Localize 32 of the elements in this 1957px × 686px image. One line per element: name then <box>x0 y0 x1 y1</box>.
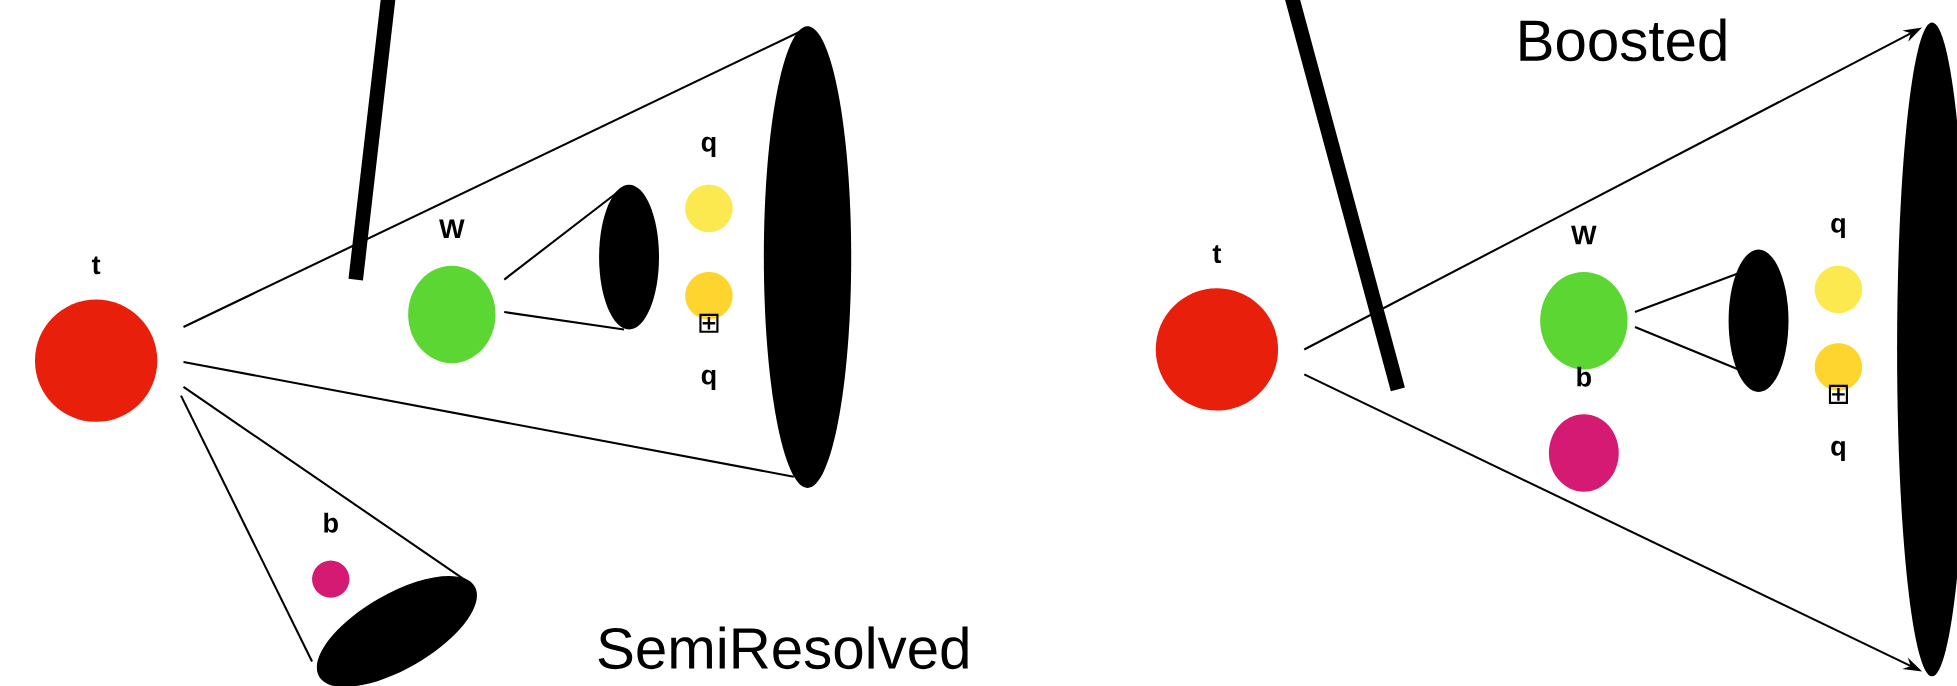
boxed-plus-symbol: ⊞ <box>699 313 719 333</box>
node-label: W <box>1571 225 1597 245</box>
node-label: b <box>1577 366 1591 387</box>
boxed-plus-symbol: ⊞ <box>1828 384 1848 404</box>
cone-line <box>1634 272 1739 313</box>
particle: b <box>1548 366 1619 492</box>
cone-line <box>180 394 313 662</box>
cone-line <box>503 186 625 281</box>
particle: q <box>1814 217 1863 314</box>
jet-ellipse <box>599 184 659 330</box>
jet-ellipse <box>1728 249 1789 392</box>
node-label: t <box>1212 244 1222 263</box>
node-label: b <box>324 512 338 533</box>
node-label: q <box>701 136 716 157</box>
particle: W <box>408 219 496 363</box>
cone-line <box>183 26 810 328</box>
cone-line <box>1634 325 1739 371</box>
node-label: q <box>1831 440 1845 461</box>
cone-line <box>183 360 794 478</box>
particle: b <box>312 512 350 598</box>
node-label: W <box>439 219 465 238</box>
panel-title: SemiResolved <box>598 626 968 669</box>
cone-line <box>504 310 625 331</box>
jet-ellipse <box>763 26 852 488</box>
particle: t <box>34 256 158 422</box>
node-label: t <box>91 256 101 275</box>
cone-line <box>182 385 467 581</box>
particle: t <box>1155 244 1279 411</box>
node-label: q <box>701 369 716 390</box>
panel-title: Boosted <box>1520 18 1726 62</box>
node-label: q <box>1831 217 1845 238</box>
particle: q <box>685 136 733 232</box>
